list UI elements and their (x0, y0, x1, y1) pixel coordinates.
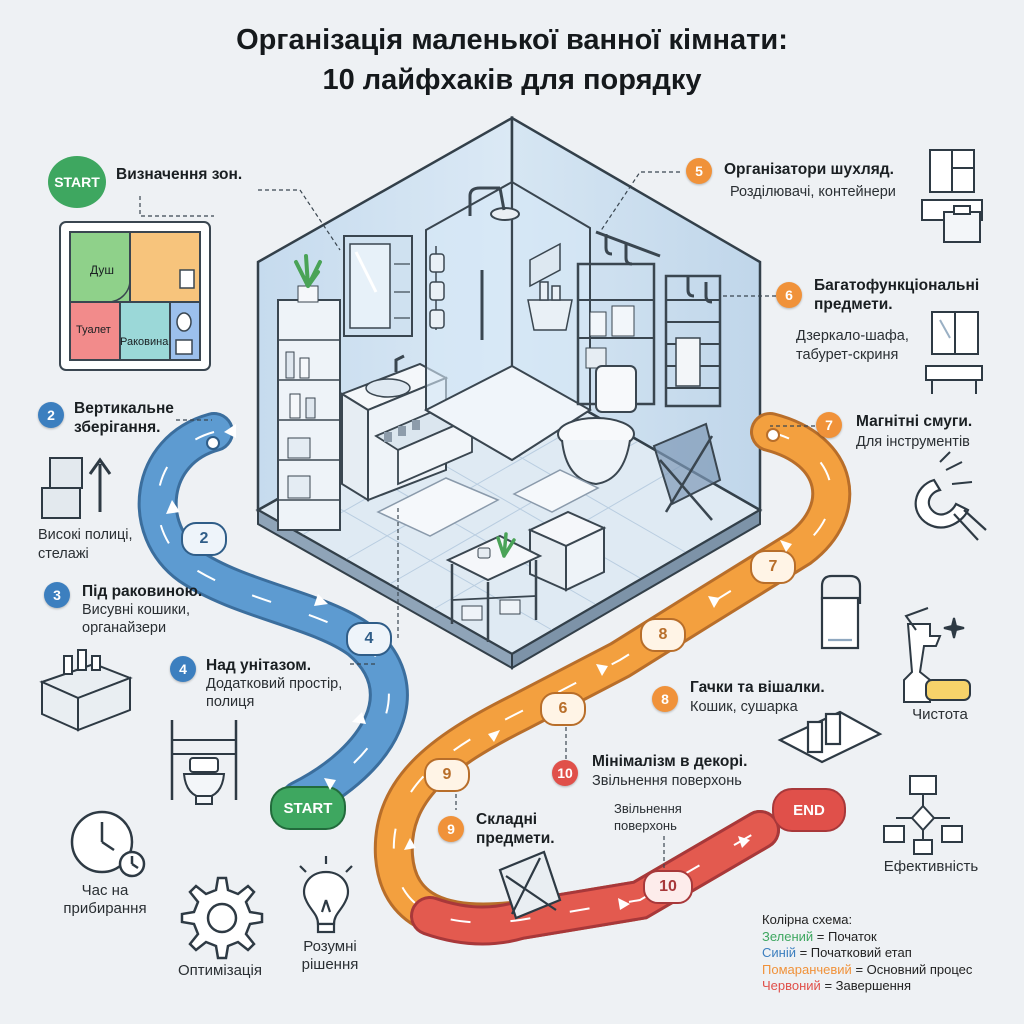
step5-title: Організатори шухляд. (724, 161, 894, 178)
step6-badge: 6 (776, 282, 802, 308)
caption-optimization: Оптимізація (178, 962, 262, 979)
floorplan-sink-label: Раковина (120, 336, 169, 348)
path-marker-2: 2 (181, 522, 227, 556)
step7-sub: Для інструментів (856, 434, 970, 450)
path-marker-7: 7 (750, 550, 796, 584)
path-marker-6: 6 (540, 692, 586, 726)
step4-sub-line2: полиця (206, 694, 255, 710)
towel-ring-icon (820, 574, 862, 650)
step8-badge: 8 (652, 686, 678, 712)
clock-icon (70, 810, 146, 878)
path-marker-10: 10 (643, 870, 693, 904)
step8-title: Гачки та вішалки. (690, 679, 825, 696)
legend-orange-word: Помаранчевий (762, 961, 852, 977)
step3-title: Під раковиною. (82, 583, 203, 600)
legend-green-word: Зелений (762, 928, 814, 944)
caption-cleaning-line2: прибирання (63, 900, 147, 917)
step6-title-line1: Багатофункціональні (814, 277, 980, 294)
spray-sponge-icon (903, 607, 971, 703)
step4-badge: 4 (170, 656, 196, 682)
legend-red-word: Червоний (762, 978, 821, 993)
path-end-marker: END (772, 788, 846, 832)
folding-basket-icon (498, 850, 562, 920)
path-node-orange (766, 428, 780, 442)
mirror-stool-icon (925, 311, 983, 394)
step6-sub-line1: Дзеркало-шафа, (796, 328, 909, 344)
step2-title-line1: Вертикальне (74, 400, 174, 417)
step7-badge: 7 (816, 412, 842, 438)
step3-badge: 3 (44, 582, 70, 608)
path-marker-4: 4 (346, 622, 392, 656)
caption-efficiency: Ефективність (883, 858, 979, 875)
step7-title: Магнітні смуги. (856, 413, 973, 430)
caption-cleaning-line1: Час на (81, 882, 129, 899)
legend-blue-desc: = Початковий етап (795, 945, 912, 960)
step2-sub-line2: стелажі (38, 546, 89, 562)
step3-sub-line2: органайзери (82, 620, 167, 636)
step10-note-line2: поверхонь (614, 818, 677, 833)
towel-rack-icon (777, 710, 883, 764)
gear-icon (180, 876, 264, 960)
path-node-blue (206, 436, 220, 450)
step10-title: Мінімалізм в декорі. (592, 753, 748, 770)
lightbulb-icon (299, 856, 353, 934)
caption-cleanliness: Чистота (912, 706, 968, 723)
floorplan-shower-label: Душ (90, 263, 115, 277)
path-marker-8: 8 (640, 618, 686, 652)
step1-title: Визначення зон. (116, 166, 243, 183)
step4-title: Над унітазом. (206, 657, 312, 674)
legend-orange-desc: = Основний процес (851, 961, 973, 977)
legend-green-desc: = Початок (813, 928, 877, 944)
path-start-marker: START (270, 786, 346, 830)
step9-badge: 9 (438, 816, 464, 842)
legend-orange: Помаранчевий = Основний процес (762, 962, 972, 979)
bathroom-room (255, 115, 763, 670)
step10-sub: Звільнення поверхонь (592, 773, 742, 789)
drawer-organizer-icon (39, 649, 133, 732)
step10-note-line1: Звільнення (614, 801, 682, 816)
legend-green: Зелений = Початок (762, 929, 972, 946)
step3-sub-line1: Висувні кошики, (82, 602, 191, 618)
path-marker-9: 9 (424, 758, 470, 792)
legend-blue: Синій = Початковий етап (762, 945, 972, 962)
blue-path (137, 412, 409, 820)
flowchart-icon (883, 775, 963, 855)
step9-title-line2: предмети. (476, 830, 555, 847)
step2-badge: 2 (38, 402, 64, 428)
floorplan (59, 221, 211, 371)
step5-badge: 5 (686, 158, 712, 184)
drawer-tiles-icon (921, 149, 983, 243)
caption-smart-line1: Розумні (303, 938, 357, 955)
step6-title-line2: предмети. (814, 296, 893, 313)
legend-red: Червоний = Завершення (762, 978, 972, 995)
step4-sub-line1: Додатковий простір, (206, 676, 343, 692)
color-legend: Колірна схема: Зелений = Початок Синій =… (762, 912, 972, 995)
step10-badge: 10 (552, 760, 578, 786)
step6-sub-line2: табурет-скриня (796, 347, 899, 363)
boxes-icon (41, 457, 112, 519)
toilet-shelf-icon (170, 720, 238, 805)
step2-title-line2: зберігання. (74, 419, 161, 436)
caption-smart-line2: рішення (301, 956, 359, 973)
step2-sub-line1: Високі полиці, (38, 527, 133, 543)
page-subtitle: 10 лайфхаків для порядку (322, 64, 702, 96)
step5-sub: Розділювачі, контейнери (730, 184, 896, 200)
legend-blue-word: Синій (762, 945, 796, 960)
legend-heading: Колірна схема: (762, 912, 853, 927)
step8-sub: Кошик, сушарка (690, 699, 798, 715)
magnet-icon (914, 451, 987, 541)
legend-red-desc: = Завершення (820, 978, 912, 993)
step9-title-line1: Складні (476, 811, 538, 828)
floorplan-toilet-label: Туалет (76, 324, 111, 336)
start-badge: START (48, 156, 106, 208)
page-title: Організація маленької ванної кімнати: (236, 24, 788, 56)
